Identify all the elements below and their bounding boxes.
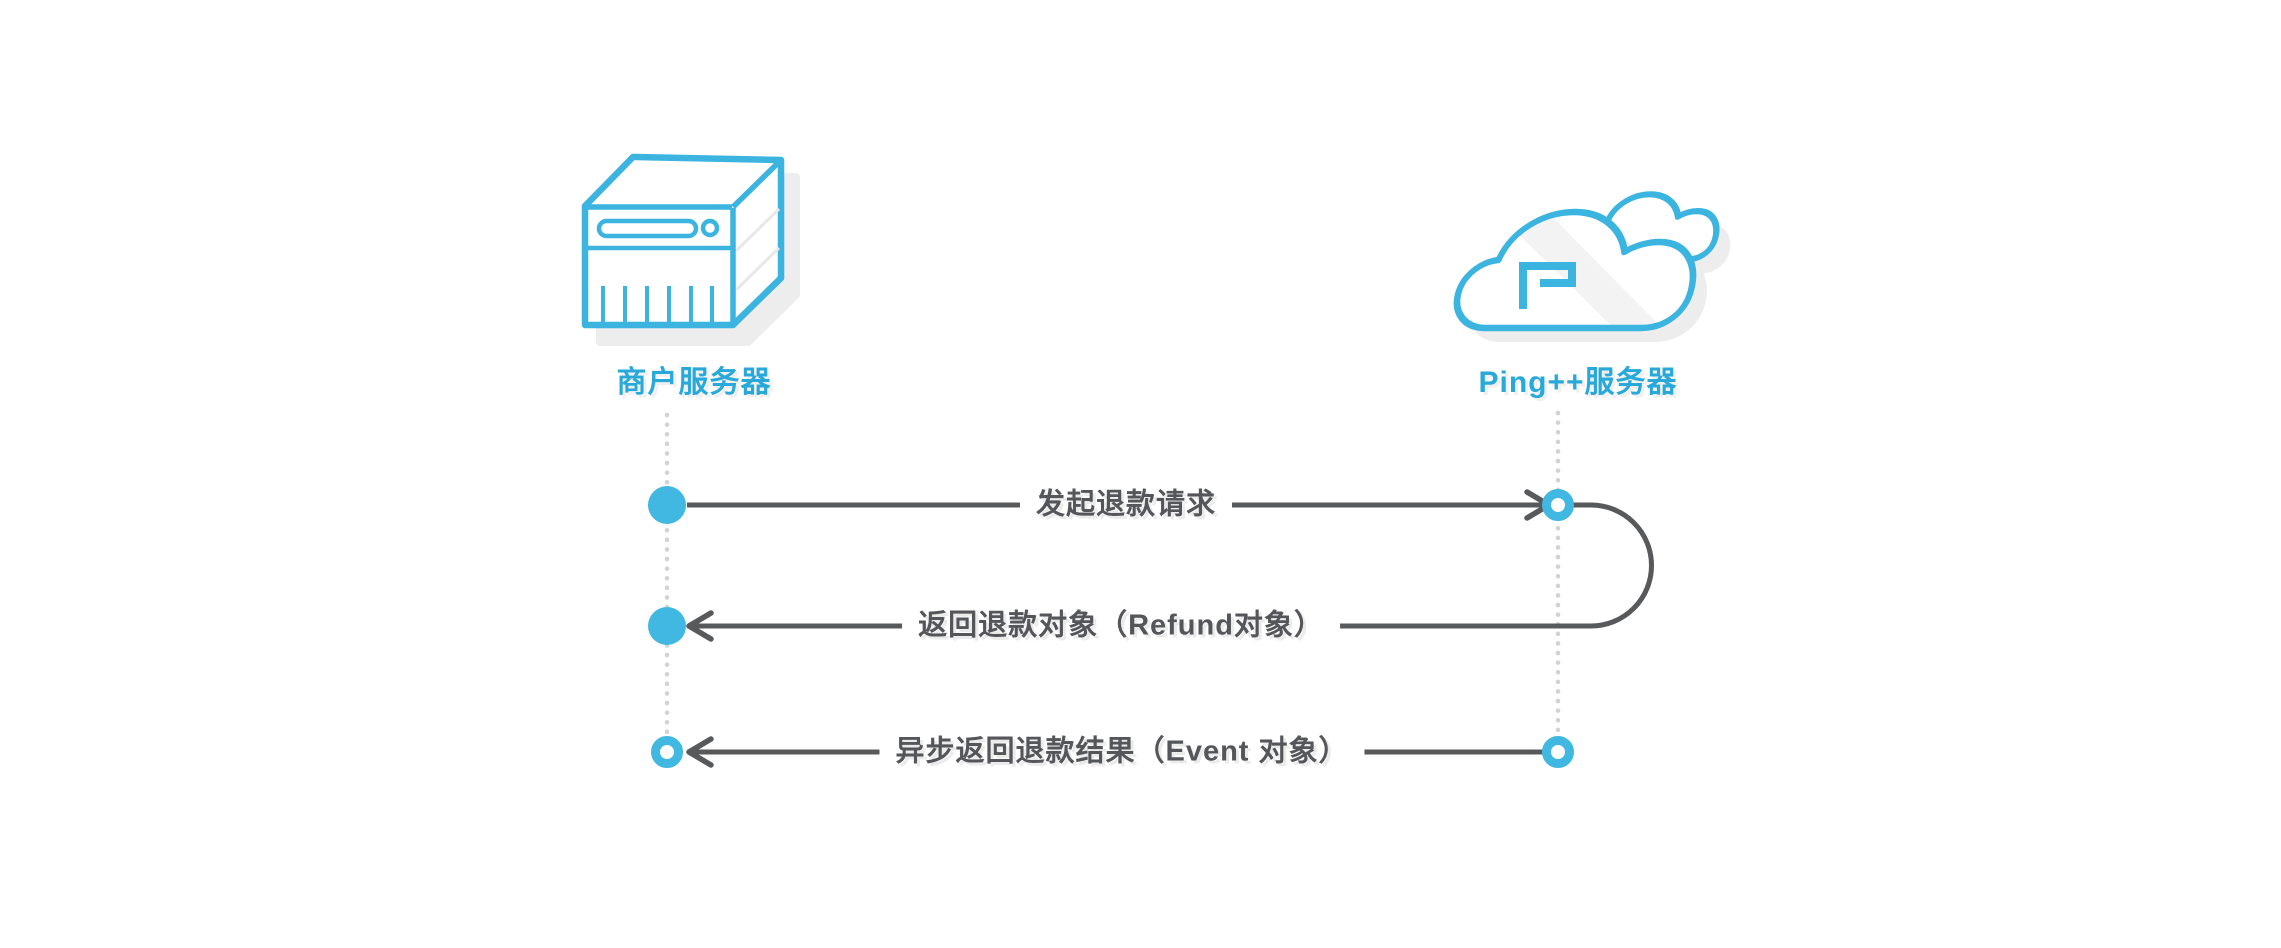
pingpp-logo-icon xyxy=(1519,262,1576,309)
ring-dot-pingpp-1 xyxy=(1542,489,1574,521)
server-vents xyxy=(601,286,714,322)
server-power-button xyxy=(700,218,720,238)
message-label-3: 异步返回退款结果（Event 对象） xyxy=(879,733,1365,771)
server-body xyxy=(581,153,785,329)
message-label-2: 返回退款对象（Refund对象） xyxy=(902,607,1340,645)
filled-dot-merchant-1 xyxy=(648,486,686,524)
return-curve xyxy=(691,502,1654,629)
filled-dot-merchant-2 xyxy=(648,607,686,645)
arrowhead-left xyxy=(686,736,714,768)
main-cloud-outline xyxy=(1453,208,1697,332)
message-arrow-2 xyxy=(686,502,1654,642)
arrowhead-left xyxy=(686,610,714,642)
actor-label-merchant: 商户服务器 xyxy=(616,366,772,399)
actor-label-pingpp: Ping++服务器 xyxy=(1478,366,1678,399)
ring-dot-merchant-3 xyxy=(651,736,683,768)
main-cloud-sheen xyxy=(1496,212,1668,328)
server-icon xyxy=(581,153,800,346)
message-label-1: 发起退款请求 xyxy=(1019,486,1233,524)
ring-dot-pingpp-3 xyxy=(1542,736,1574,768)
cloud-icon xyxy=(1453,191,1731,342)
server-slot xyxy=(596,218,699,239)
